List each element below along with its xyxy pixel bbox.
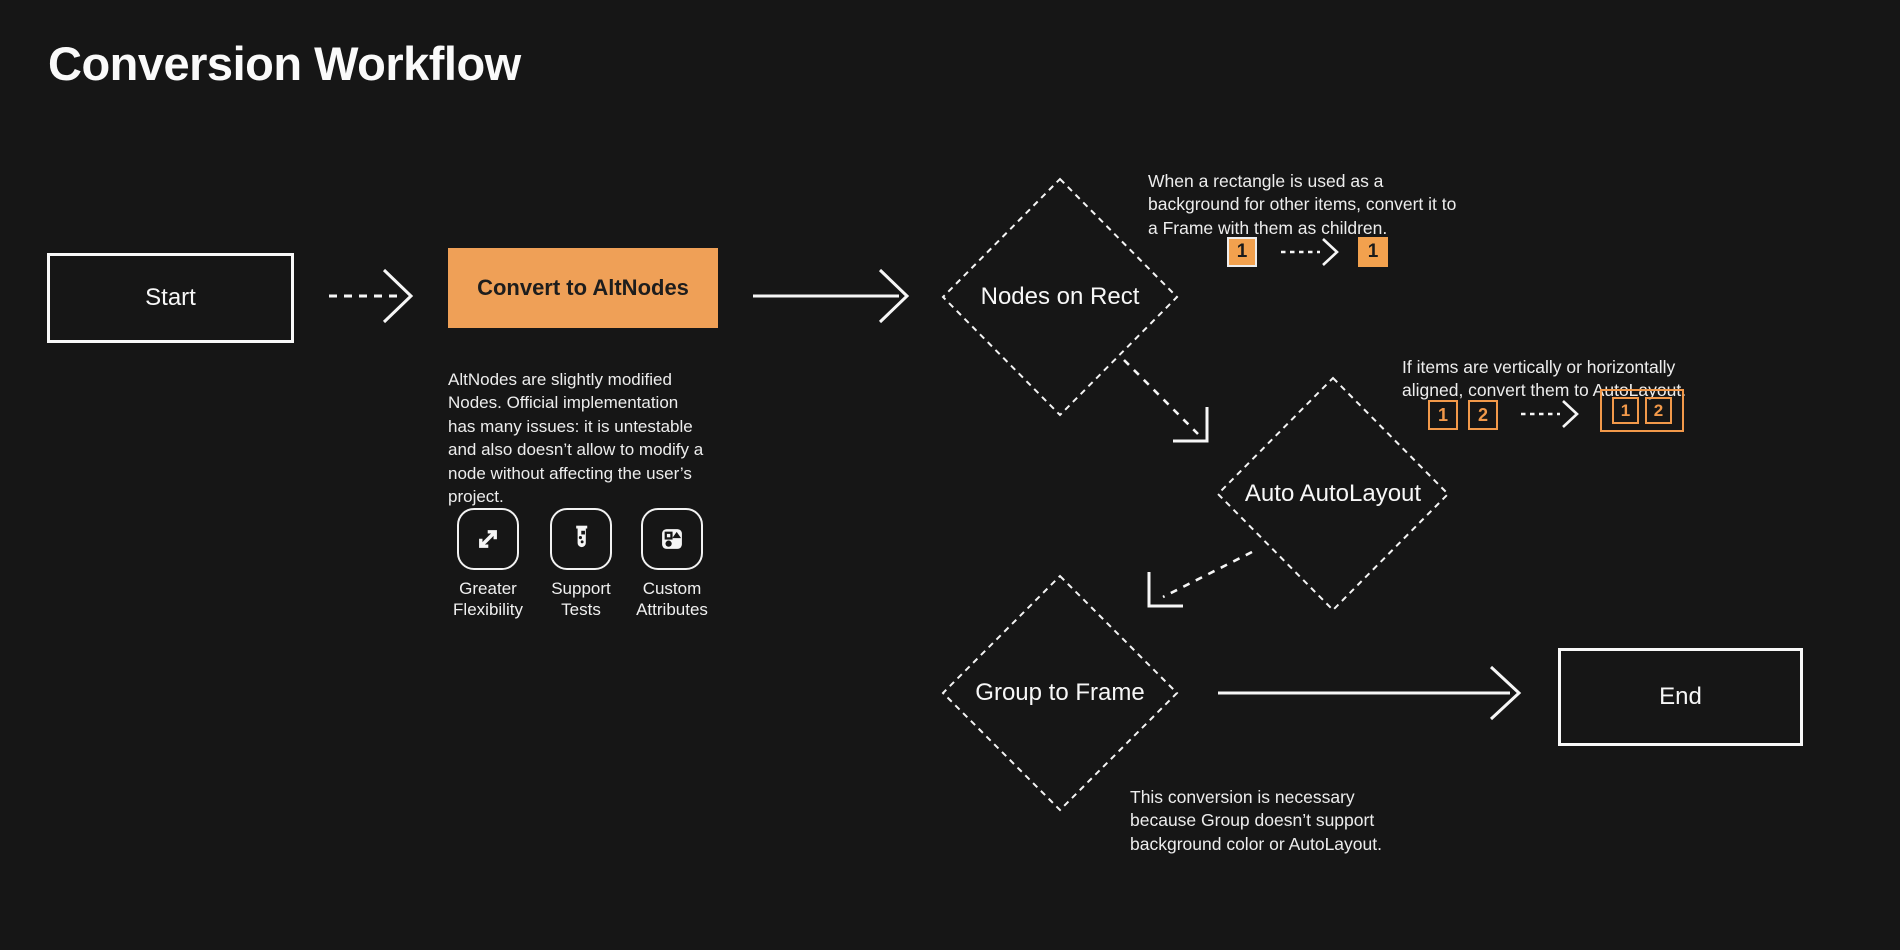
nodes-on-rect-diamond — [941, 177, 1179, 417]
arrow-convert-to-rect-head — [878, 268, 910, 324]
nodes-on-rect-note: When a rectangle is used as a background… — [1148, 170, 1457, 239]
feature-custom-attributes: Custom Attributes — [626, 508, 718, 620]
altnodes-description: AltNodes are slightly modified Nodes. Of… — [448, 370, 704, 507]
arrow-rect-to-autolayout-head — [1173, 407, 1209, 443]
nodes-on-rect-label: Nodes on Rect — [980, 283, 1140, 310]
test-tube-icon — [550, 508, 612, 570]
feature-label: Greater Flexibility — [453, 579, 523, 619]
end-label: End — [1659, 683, 1702, 710]
expand-arrows-icon — [457, 508, 519, 570]
feature-label: Custom Attributes — [636, 579, 708, 619]
autolayout-example-after-item-1: 1 — [1612, 397, 1639, 424]
start-node: Start — [47, 253, 294, 343]
group-to-frame-label: Group to Frame — [975, 679, 1145, 706]
arrow-rect-to-autolayout-line — [1123, 359, 1199, 435]
feature-label: Support Tests — [551, 579, 611, 619]
end-node: End — [1558, 648, 1803, 746]
arrow-group-to-end-head — [1489, 665, 1522, 721]
shapes-icon — [641, 508, 703, 570]
arrow-autolayout-to-group-head — [1147, 572, 1183, 608]
page-title: Conversion Workflow — [48, 37, 521, 90]
group-to-frame-note: This conversion is necessary because Gro… — [1130, 786, 1382, 855]
convert-to-altnodes-label: Convert to AltNodes — [477, 275, 689, 300]
arrow-autolayout-to-group-line — [1162, 550, 1253, 599]
rect-example-after-square: 1 — [1358, 237, 1388, 267]
arrow-rect-example-head — [1322, 238, 1339, 266]
autolayout-example-before-item-2: 2 — [1468, 400, 1498, 430]
convert-to-altnodes-node: Convert to AltNodes — [448, 248, 718, 328]
autolayout-example-after-frame: 1 2 — [1600, 389, 1684, 432]
start-label: Start — [145, 284, 196, 311]
group-to-frame-diamond — [941, 574, 1179, 812]
autolayout-example-before-item-1: 1 — [1428, 400, 1458, 430]
arrow-autolayout-example-head — [1562, 400, 1579, 428]
auto-autolayout-diamond — [1216, 376, 1450, 612]
auto-autolayout-label: Auto AutoLayout — [1244, 480, 1422, 507]
auto-autolayout-note: If items are vertically or horizontally … — [1402, 356, 1687, 401]
feature-greater-flexibility: Greater Flexibility — [442, 508, 534, 620]
rect-example-before-square: 1 — [1227, 237, 1257, 267]
arrow-start-to-convert-head — [382, 268, 414, 324]
feature-support-tests: Support Tests — [535, 508, 627, 620]
autolayout-example-after-item-2: 2 — [1645, 397, 1672, 424]
